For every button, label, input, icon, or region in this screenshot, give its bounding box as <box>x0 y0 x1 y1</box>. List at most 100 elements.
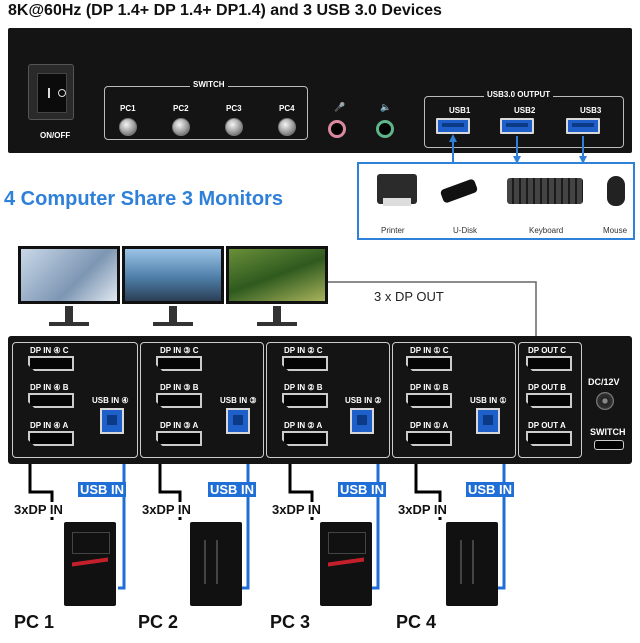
input-group-2 <box>266 342 390 458</box>
dp-in-1b-label: DP IN ① B <box>410 383 449 392</box>
switch-button-label-pc3: PC3 <box>226 104 242 113</box>
usb-in-1-port[interactable] <box>476 408 500 434</box>
dp-in-4c-port[interactable] <box>28 356 74 371</box>
dp-in-3a-label: DP IN ③ A <box>160 421 199 430</box>
usb-port-label-3: USB3 <box>580 106 602 115</box>
computer-2-label: PC 2 <box>138 612 179 632</box>
peripheral-label-udisk: U-Disk <box>453 226 477 235</box>
dp-out-a-port[interactable] <box>526 431 572 446</box>
usb-in-tag-2: USB IN <box>208 482 257 497</box>
dp-in-4b-port[interactable] <box>28 393 74 408</box>
usb-in-tag-3: USB IN <box>338 482 387 497</box>
dp-in-1c-port[interactable] <box>406 356 452 371</box>
dp-out-c-label: DP OUT C <box>528 346 567 355</box>
dp-in-4a-port[interactable] <box>28 431 74 446</box>
microphone-jack[interactable] <box>328 120 346 138</box>
computer-4-icon <box>446 522 498 606</box>
peripheral-label-keyboard: Keyboard <box>529 226 564 235</box>
usb-in-3-label: USB IN ③ <box>220 396 257 405</box>
dp-out-a-label: DP OUT A <box>528 421 566 430</box>
usb-port-label-2: USB2 <box>514 106 536 115</box>
dp-in-1b-port[interactable] <box>406 393 452 408</box>
computer-3-icon <box>320 522 372 606</box>
monitor-1-stand <box>65 306 73 322</box>
dp-out-b-label: DP OUT B <box>528 383 567 392</box>
dp-in-3b-port[interactable] <box>156 393 202 408</box>
computer-4-label: PC 4 <box>396 612 437 632</box>
computer-1-label: PC 1 <box>14 612 55 632</box>
power-switch[interactable] <box>28 64 74 120</box>
peripheral-label-mouse: Mouse <box>603 226 628 235</box>
switch-button-label-pc4: PC4 <box>279 104 295 113</box>
usb-output-port-3[interactable] <box>566 118 600 134</box>
dp-in-tag-3: 3xDP IN <box>270 502 323 517</box>
share-title: 4 Computer Share 3 Monitors <box>4 188 283 210</box>
monitor-3 <box>226 246 328 304</box>
dp-in-tag-1: 3xDP IN <box>12 502 65 517</box>
dp-in-4a-label: DP IN ④ A <box>30 421 69 430</box>
dp-in-2c-port[interactable] <box>282 356 328 371</box>
microphone-icon: 🎤 <box>334 102 346 112</box>
dp-in-4c-label: DP IN ④ C <box>30 346 69 355</box>
mouse-icon <box>607 176 625 206</box>
dp-in-3b-label: DP IN ③ B <box>160 383 199 392</box>
dp-in-1a-label: DP IN ① A <box>410 421 449 430</box>
usb-in-4-label: USB IN ④ <box>92 396 129 405</box>
monitor-2 <box>122 246 224 304</box>
computer-2-icon <box>190 522 242 606</box>
computer-3-label: PC 3 <box>270 612 311 632</box>
dp-in-2b-port[interactable] <box>282 393 328 408</box>
usb-in-tag-1: USB IN <box>78 482 127 497</box>
monitor-3-base <box>257 322 297 326</box>
usb-in-3-port[interactable] <box>226 408 250 434</box>
usb-in-2-port[interactable] <box>350 408 374 434</box>
dp-in-3a-port[interactable] <box>156 431 202 446</box>
dp-out-caption: 3 x DP OUT <box>374 289 444 304</box>
usb-in-tag-4: USB IN <box>466 482 515 497</box>
dp-in-1c-label: DP IN ① C <box>410 346 449 355</box>
switch-button-label-pc2: PC2 <box>173 104 189 113</box>
usb-in-4-port[interactable] <box>100 408 124 434</box>
monitor-1 <box>18 246 120 304</box>
computer-1-icon <box>64 522 116 606</box>
dp-out-b-port[interactable] <box>526 393 572 408</box>
output-group <box>518 342 582 458</box>
usb-disk-icon <box>439 178 479 204</box>
usb-peripherals-panel: Printer U-Disk Keyboard Mouse <box>357 162 635 240</box>
peripheral-label-printer: Printer <box>381 226 405 235</box>
dp-in-2a-label: DP IN ② A <box>284 421 323 430</box>
monitor-2-base <box>153 322 193 326</box>
input-group-3 <box>140 342 264 458</box>
usb-output-port-1[interactable] <box>436 118 470 134</box>
switch-group-title: SWITCH <box>190 80 228 89</box>
dp-in-1a-port[interactable] <box>406 431 452 446</box>
usb-output-port-2[interactable] <box>500 118 534 134</box>
switch-button-pc1[interactable] <box>119 118 137 136</box>
dc-power-jack[interactable] <box>596 392 614 410</box>
page-headline: 8K@60Hz (DP 1.4+ DP 1.4+ DP1.4) and 3 US… <box>8 2 442 19</box>
monitor-3-stand <box>273 306 281 322</box>
dp-out-c-port[interactable] <box>526 356 572 371</box>
dp-in-tag-4: 3xDP IN <box>396 502 449 517</box>
switch-button-pc4[interactable] <box>278 118 296 136</box>
dp-in-2c-label: DP IN ② C <box>284 346 323 355</box>
dp-in-4b-label: DP IN ④ B <box>30 383 69 392</box>
monitor-2-stand <box>169 306 177 322</box>
usb-in-2-label: USB IN ② <box>345 396 382 405</box>
input-group-1 <box>392 342 516 458</box>
dp-in-3c-port[interactable] <box>156 356 202 371</box>
usb-output-title: USB3.0 OUTPUT <box>484 90 554 99</box>
switch-button-pc3[interactable] <box>225 118 243 136</box>
dp-in-tag-2: 3xDP IN <box>140 502 193 517</box>
speaker-jack[interactable] <box>376 120 394 138</box>
switch-button-pc2[interactable] <box>172 118 190 136</box>
monitor-1-base <box>49 322 89 326</box>
remote-switch-port[interactable] <box>594 440 624 450</box>
power-switch-label: ON/OFF <box>40 131 71 140</box>
speaker-icon: 🔈 <box>380 102 392 112</box>
input-group-4 <box>12 342 138 458</box>
keyboard-icon <box>507 178 583 204</box>
switch-button-label-pc1: PC1 <box>120 104 136 113</box>
dc-power-label: DC/12V <box>588 377 620 387</box>
dp-in-2a-port[interactable] <box>282 431 328 446</box>
